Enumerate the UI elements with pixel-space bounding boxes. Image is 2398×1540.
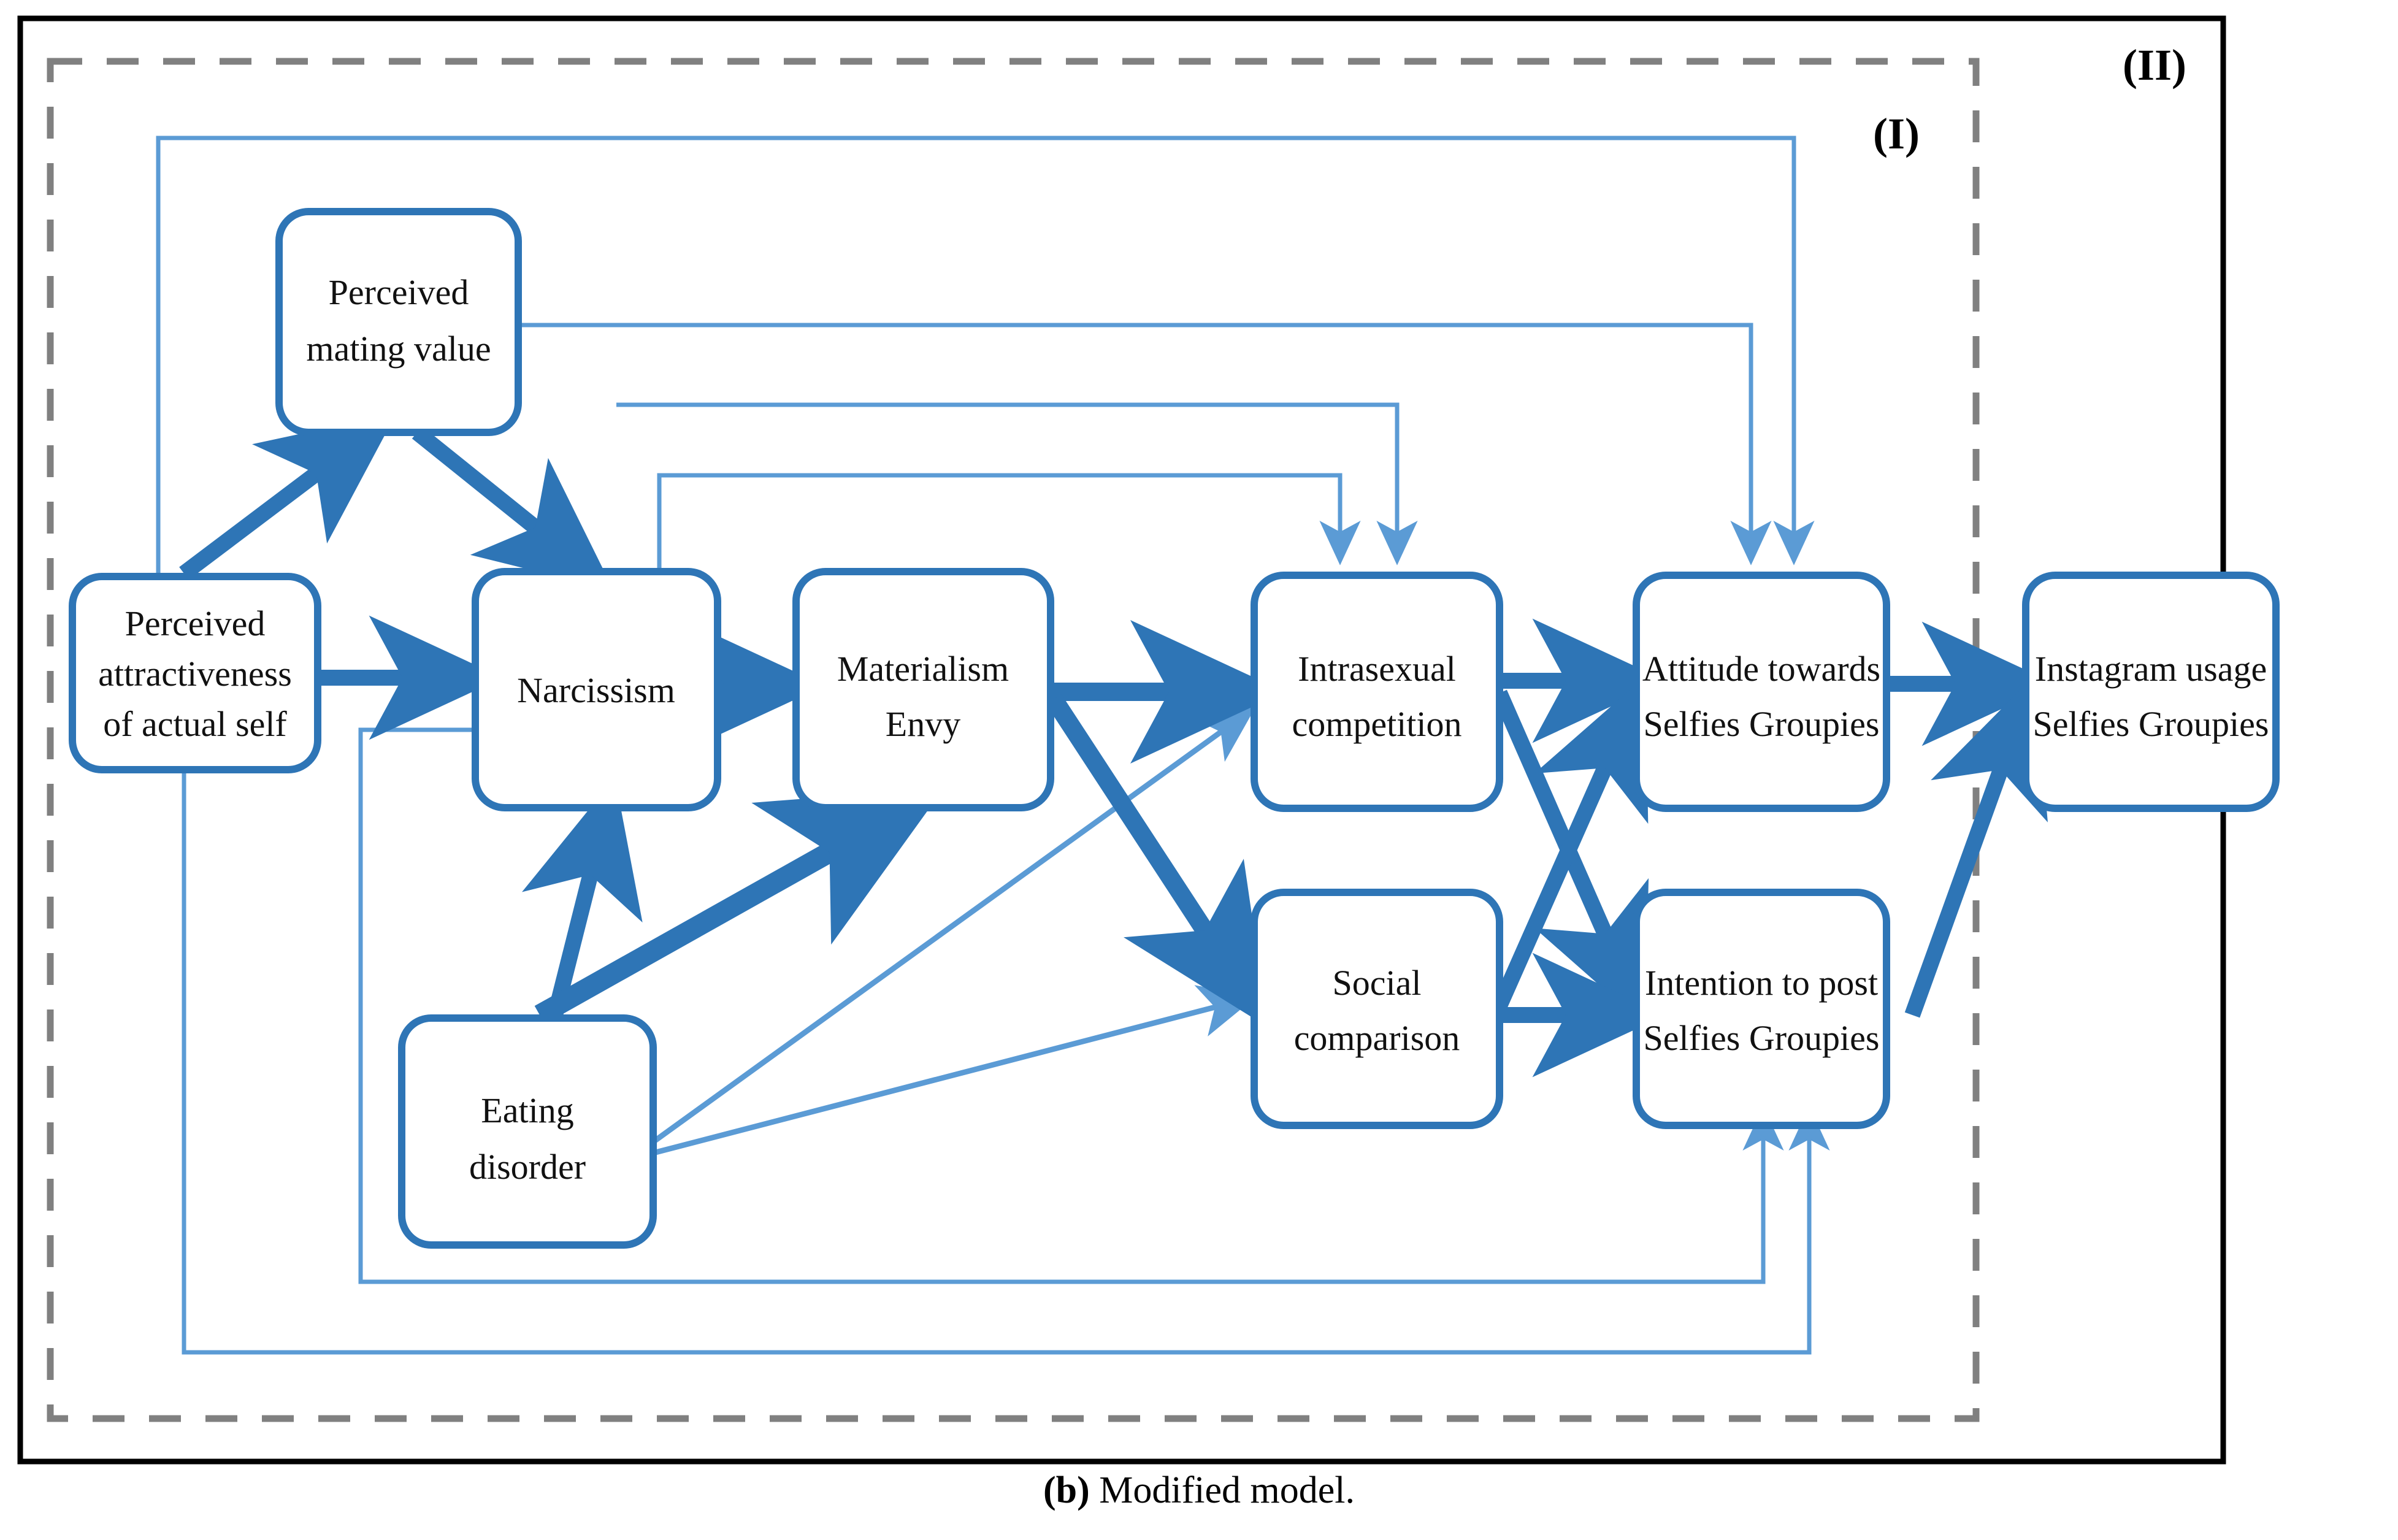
group-label-II: (II) [2123,40,2186,90]
caption-text: Modified model. [1099,1469,1355,1511]
node-label-line: Instagram usage [2035,649,2267,689]
node-label-line: Envy [886,704,960,744]
node-box [2022,572,2280,812]
node-label-line: attractiveness [98,654,292,694]
node-box [792,568,1054,811]
node-label-line: Intention to post [1645,963,1878,1003]
figure-caption: (b) Modified model. [0,1469,2398,1512]
node-intention-to-post-selfies-groupies[interactable]: Intention to post Selfies Groupies [1633,889,1890,1129]
node-label-line: Narcissism [517,670,675,710]
node-attitude-towards-selfies-groupies[interactable]: Attitude towards Selfies Groupies [1633,572,1890,812]
edge-pa-to-att [156,136,1815,577]
node-label-line: Eating [481,1090,573,1130]
node-label-line: comparison [1294,1018,1460,1058]
node-box [1633,889,1890,1129]
node-eating-disorder[interactable]: Eating disorder [398,1014,657,1249]
edge-eat-to-isc [651,707,1256,1144]
node-label-line: competition [1292,704,1461,744]
node-materialism-envy[interactable]: Materialism Envy [792,568,1054,811]
caption-prefix: (b) [1043,1469,1090,1511]
node-box [1251,572,1503,812]
node-label-line: of actual self [103,704,287,744]
node-perceived-attractiveness[interactable]: Perceived attractiveness of actual self [69,573,321,773]
node-social-comparison[interactable]: Social comparison [1251,889,1503,1129]
node-perceived-mating-value[interactable]: Perceived mating value [275,208,522,436]
node-label-line: Selfies Groupies [2033,704,2269,744]
edge-pmv-to-isc [616,402,1418,565]
node-box [275,208,522,436]
node-label-line: Perceived [329,272,469,312]
node-instagram-usage-selfies-groupies[interactable]: Instagram usage Selfies Groupies [2022,572,2280,812]
edge-pmv-to-att [518,323,1772,565]
edge-nar-to-isc [657,473,1361,570]
node-box [1633,572,1890,812]
edge-pa-to-int [182,770,1830,1355]
edge-soc-to-att [1492,676,1649,1009]
node-box [472,568,721,811]
edge-int-to-ig [1904,675,2048,1018]
node-label-line: Perceived [125,603,266,643]
edge-pa-to-pmv [179,413,397,580]
edge-mat-to-soc [1046,694,1268,1028]
edge-pmv-to-nar [412,426,614,591]
node-label-line: Selfies Groupies [1644,704,1880,744]
node-box [1251,889,1503,1129]
node-box [69,573,321,773]
node-label-line: mating value [306,329,491,369]
node-label-line: Intrasexual [1298,649,1456,689]
node-label-line: disorder [469,1147,586,1187]
node-intrasexual-competition[interactable]: Intrasexual competition [1251,572,1503,812]
edge-eat-to-nar [521,777,643,1017]
node-label-line: Selfies Groupies [1644,1018,1880,1058]
node-label-line: Attitude towards [1642,649,1880,689]
node-box [398,1014,657,1249]
edge-eat-to-mat [534,787,944,1024]
node-label-line: Social [1333,963,1422,1003]
node-label-line: Materialism [837,649,1009,689]
node-narcissism[interactable]: Narcissism [472,568,721,811]
group-label-I: (I) [1873,109,1920,158]
